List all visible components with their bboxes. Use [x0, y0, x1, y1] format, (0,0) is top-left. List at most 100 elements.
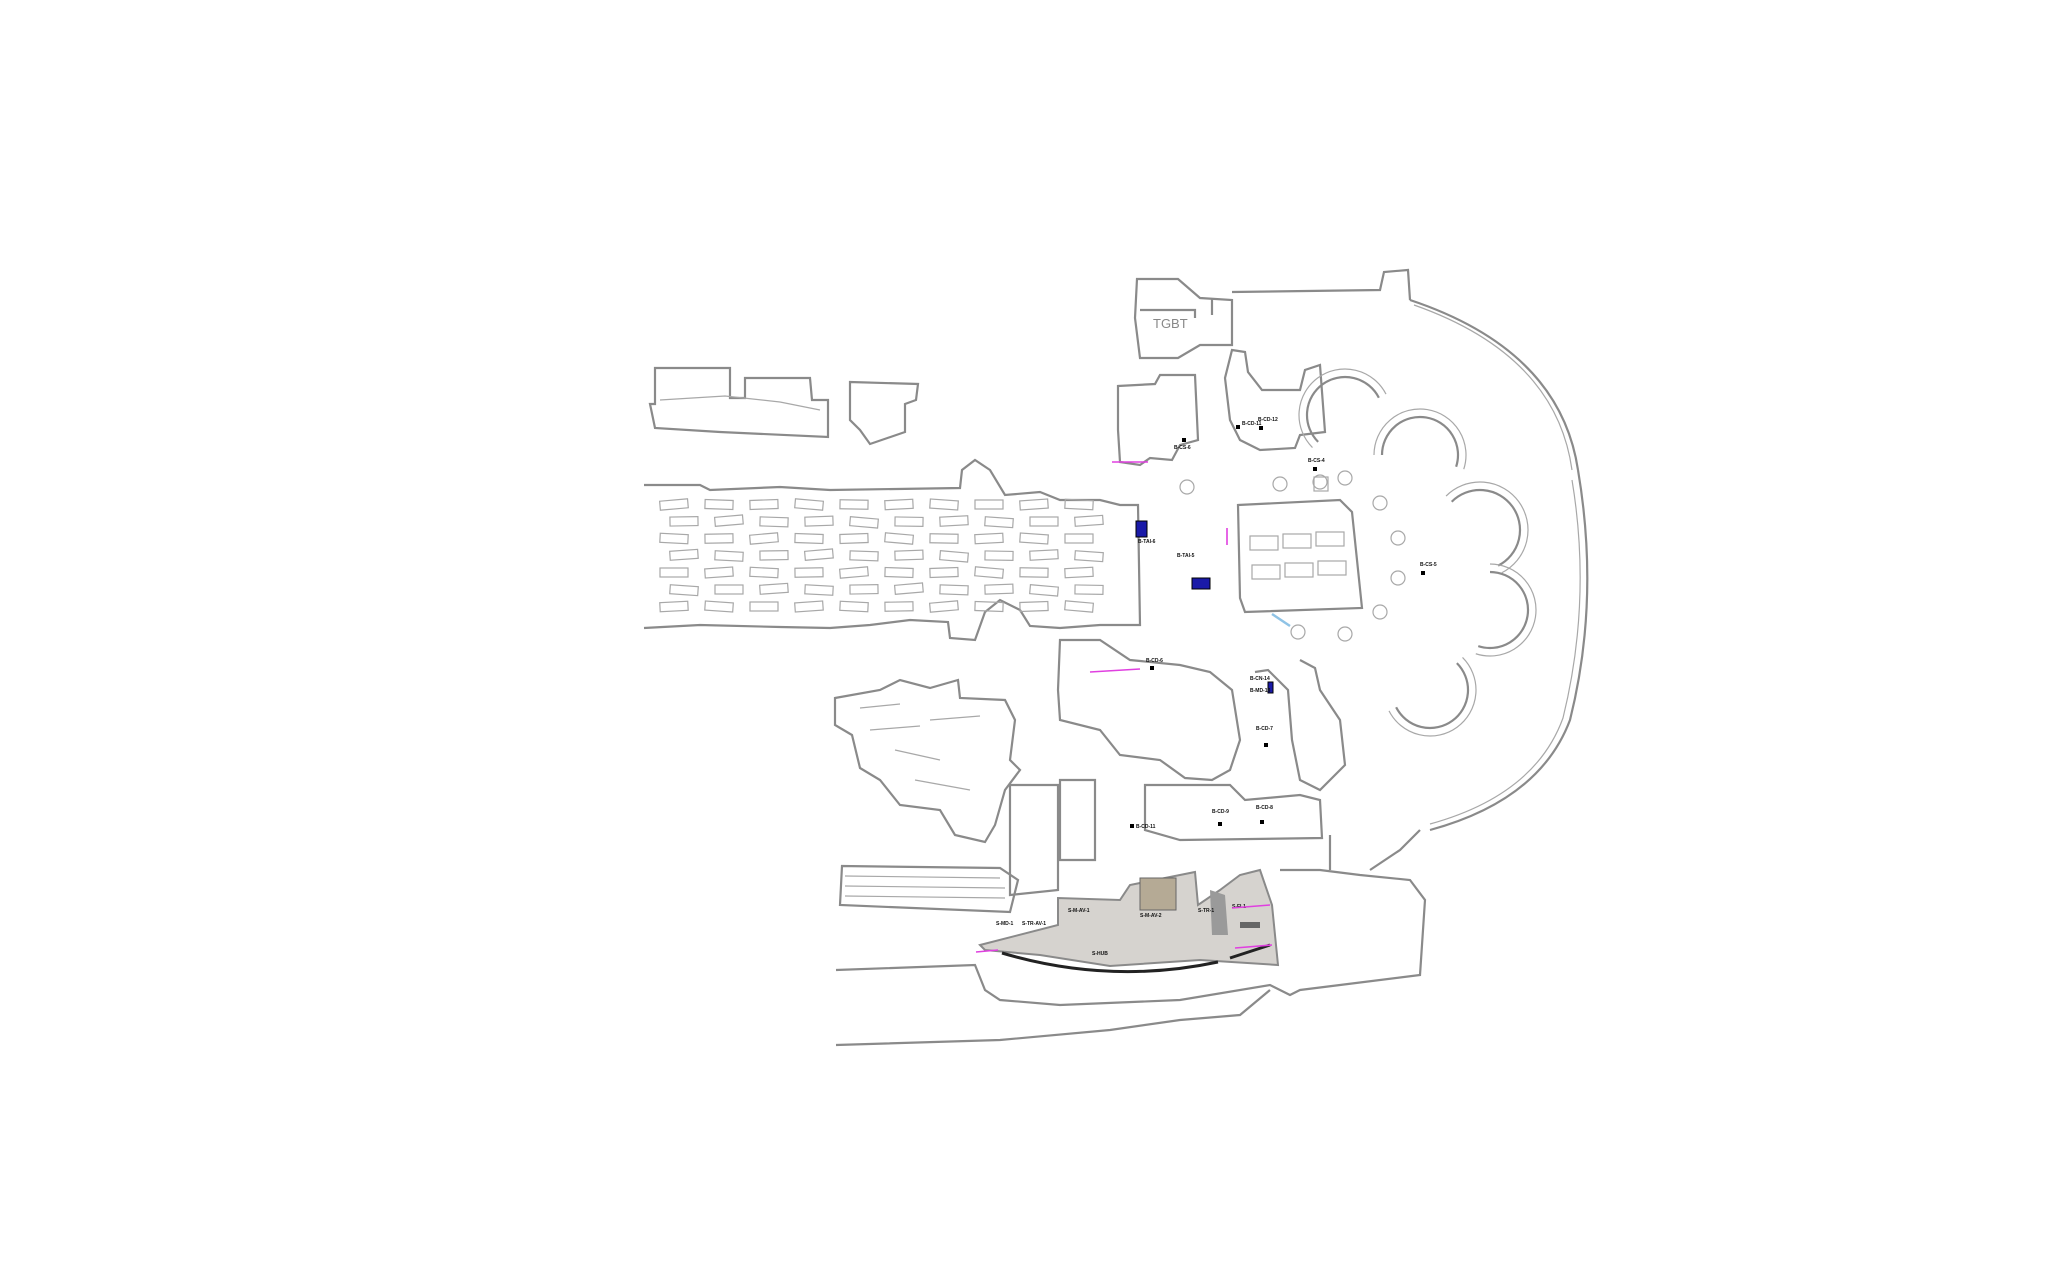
equipment-label: B-CD-9	[1212, 809, 1229, 815]
stall-outline	[749, 601, 779, 612]
equipment-label: B-CD-11	[1136, 824, 1156, 830]
stall-outline	[1019, 532, 1049, 545]
stall-outline	[884, 601, 914, 612]
stall-outline	[849, 550, 879, 562]
stall-outline	[1064, 566, 1094, 579]
stall-outline	[939, 584, 969, 596]
stall-outline	[849, 583, 879, 595]
equipment-marker[interactable]: B-CD-11	[1130, 824, 1156, 830]
stall-outline	[1074, 550, 1104, 563]
equipment-marker[interactable]: B-CD-7	[1256, 726, 1273, 747]
stall-outline	[759, 516, 789, 528]
stall-outline	[804, 515, 834, 527]
stall-outline	[669, 548, 699, 561]
apse	[1450, 488, 1522, 567]
west-gallery	[643, 458, 1142, 642]
central-hall	[1236, 498, 1364, 628]
stall-outline	[714, 550, 744, 562]
stall-outline	[759, 549, 789, 561]
stall-outline	[884, 566, 914, 579]
stall-outline	[803, 548, 834, 561]
equipment-label: B-CN-14	[1250, 676, 1270, 682]
equipment-marker[interactable]: B-CD-6	[1146, 658, 1163, 670]
equipment-label: B-MD-14	[1250, 688, 1270, 694]
stall-outline	[714, 584, 744, 595]
stall-outline	[704, 498, 734, 511]
apse	[1475, 563, 1537, 657]
stall-outline	[894, 549, 924, 561]
stall-outline	[884, 498, 914, 511]
equipment-marker[interactable]: B-CS-5	[1420, 562, 1437, 575]
apse	[1395, 662, 1470, 730]
equipment-marker[interactable]: B-CD-8	[1256, 805, 1273, 824]
apse	[1373, 408, 1467, 470]
stall-outline	[929, 566, 959, 579]
equipment-label: B-CD-7	[1256, 726, 1273, 732]
equipment-label: B-CD-6	[1146, 658, 1163, 664]
apse	[1380, 415, 1460, 468]
stall-outline	[704, 566, 734, 579]
stall-outline	[669, 515, 699, 527]
zone-label: S-TR-AV-1	[1022, 921, 1046, 927]
stall-outline	[659, 532, 689, 545]
stall-outline	[749, 498, 779, 511]
stall-outline	[928, 600, 959, 613]
equipment-label: B-CS-6	[1174, 445, 1191, 451]
stall-outline	[748, 532, 779, 545]
apse	[1388, 657, 1477, 737]
equipment-label: B-CS-4	[1308, 458, 1325, 464]
stall-outline	[894, 516, 924, 528]
stall-outline	[669, 584, 699, 597]
equipment-marker[interactable]: B-CD-12	[1258, 417, 1278, 430]
stall-outline	[929, 533, 959, 544]
stall-outline	[1074, 584, 1104, 596]
stall-outline	[704, 600, 734, 613]
stall-outline	[704, 533, 734, 544]
stall-outline	[974, 566, 1005, 579]
stall-outline	[939, 550, 969, 563]
stall-outline	[929, 498, 959, 511]
equipment-label: B-CD-11	[1242, 421, 1262, 427]
stall-outline	[1064, 533, 1094, 544]
equipment-panel[interactable]	[1191, 577, 1211, 590]
apse	[1305, 375, 1380, 443]
stall-outline	[984, 516, 1014, 529]
stall-outline	[839, 600, 869, 613]
stall-outline	[794, 600, 824, 613]
apse	[1477, 570, 1530, 650]
equipment-label: B-TAI-5	[1177, 553, 1195, 559]
stall-outline	[659, 567, 689, 578]
stall-outline	[884, 532, 915, 545]
equipment-marker[interactable]: B-CD-11	[1236, 421, 1262, 429]
stall-outline	[804, 584, 834, 596]
stall-outline	[838, 566, 869, 579]
zone-label: S-MD-1	[996, 921, 1013, 927]
zone-label: S-TR-1	[1198, 908, 1214, 914]
stairs	[838, 864, 1020, 914]
stall-outline	[1064, 498, 1094, 511]
equipment-marker[interactable]: B-CD-9	[1212, 809, 1229, 826]
stall-outline	[974, 600, 1004, 613]
equipment-marker[interactable]: B-CS-6	[1174, 438, 1191, 451]
stall-outline	[794, 498, 825, 511]
equipment-panel[interactable]	[1267, 681, 1274, 694]
stall-outline	[1019, 567, 1049, 578]
south-hall: S-MD-1 S-TR-AV-1 S-M-AV-1 S-M-AV-2 S-TR-…	[978, 868, 1280, 974]
stall-outline	[974, 499, 1004, 510]
equipment-panel[interactable]	[1135, 520, 1148, 538]
apse	[1445, 481, 1529, 574]
stall-outline	[939, 515, 969, 527]
stall-outline	[794, 532, 824, 545]
stall-outline	[1064, 600, 1095, 613]
equipment-marker[interactable]: B-CS-4	[1308, 458, 1325, 471]
stall-outline	[794, 567, 824, 578]
stall-outline	[1029, 549, 1059, 561]
equipment-label: B-CD-12	[1258, 417, 1278, 423]
zone-label: S-HUB	[1092, 951, 1108, 957]
equipment-label: B-CS-5	[1420, 562, 1437, 568]
stall-outline	[974, 532, 1004, 545]
zone-label: S-M-AV-2	[1140, 913, 1162, 919]
stall-outline	[839, 532, 869, 545]
stall-outline	[658, 498, 689, 511]
